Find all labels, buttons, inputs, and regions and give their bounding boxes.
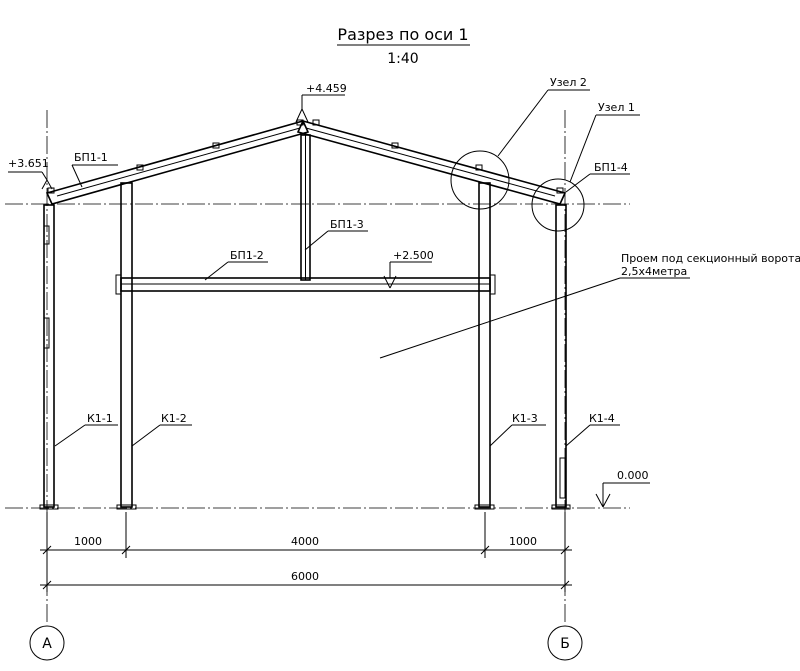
svg-text:А: А	[42, 636, 52, 652]
svg-text:К1-4: К1-4	[589, 412, 615, 425]
rafter-left	[45, 120, 310, 205]
dimension-row-total: 6000	[40, 570, 572, 590]
label-bp1-1: БП1-1	[71, 151, 118, 188]
svg-text:+4.459: +4.459	[306, 82, 347, 95]
svg-text:К1-3: К1-3	[512, 412, 538, 425]
svg-text:+2.500: +2.500	[393, 249, 434, 262]
label-node-2: Узел 2	[497, 76, 590, 157]
node-2-circle	[450, 150, 510, 210]
svg-text:Проем под секционный ворота: Проем под секционный ворота	[621, 252, 800, 265]
elevation-ground: 0.000	[595, 469, 650, 508]
label-k1-3: К1-3	[489, 412, 546, 447]
dim-left-bay: 1000	[74, 535, 102, 548]
dim-mid-bay: 4000	[291, 535, 319, 548]
svg-text:К1-2: К1-2	[161, 412, 187, 425]
elevation-ridge: +4.459	[295, 82, 347, 123]
dim-total: 6000	[291, 570, 319, 583]
axis-bubble-a: А	[29, 625, 65, 661]
beam-bp1-2	[115, 274, 496, 295]
svg-text:БП1-1: БП1-1	[74, 151, 108, 164]
rafter-right	[296, 120, 567, 205]
svg-text:БП1-3: БП1-3	[330, 218, 364, 231]
drawing-scale: 1:40	[387, 51, 418, 67]
drawing-title: Разрез по оси 1	[337, 25, 468, 44]
label-k1-1: К1-1	[54, 412, 118, 447]
label-bp1-3: БП1-3	[304, 218, 368, 251]
svg-text:БП1-4: БП1-4	[594, 161, 628, 174]
svg-text:Узел 1: Узел 1	[598, 101, 635, 114]
label-k1-2: К1-2	[131, 412, 192, 447]
label-k1-4: К1-4	[565, 412, 620, 447]
opening-note: Проем под секционный ворота 2,5х4метра	[379, 252, 800, 359]
label-node-1: Узел 1	[569, 101, 640, 183]
column-k1-1	[39, 204, 59, 510]
node-1-circle	[531, 178, 585, 232]
label-bp1-4: БП1-4	[565, 161, 630, 193]
svg-text:Б: Б	[560, 636, 570, 652]
svg-text:Узел 2: Узел 2	[550, 76, 587, 89]
column-k1-4	[551, 204, 571, 510]
svg-text:0.000: 0.000	[617, 469, 649, 482]
column-k1-3	[474, 182, 495, 510]
label-bp1-2: БП1-2	[204, 249, 268, 281]
svg-text:БП1-2: БП1-2	[230, 249, 264, 262]
column-k1-2	[116, 182, 137, 510]
svg-text:К1-1: К1-1	[87, 412, 113, 425]
axis-bubble-b: Б	[547, 625, 583, 661]
svg-text:2,5х4метра: 2,5х4метра	[621, 265, 687, 278]
elevation-beam: +2.500	[383, 249, 434, 289]
strut-bp1-3	[300, 134, 311, 281]
elevation-eave: +3.651	[8, 157, 53, 190]
dim-right-bay: 1000	[509, 535, 537, 548]
svg-text:+3.651: +3.651	[8, 157, 49, 170]
dimension-row-bays: 1000 4000 1000	[40, 512, 572, 592]
